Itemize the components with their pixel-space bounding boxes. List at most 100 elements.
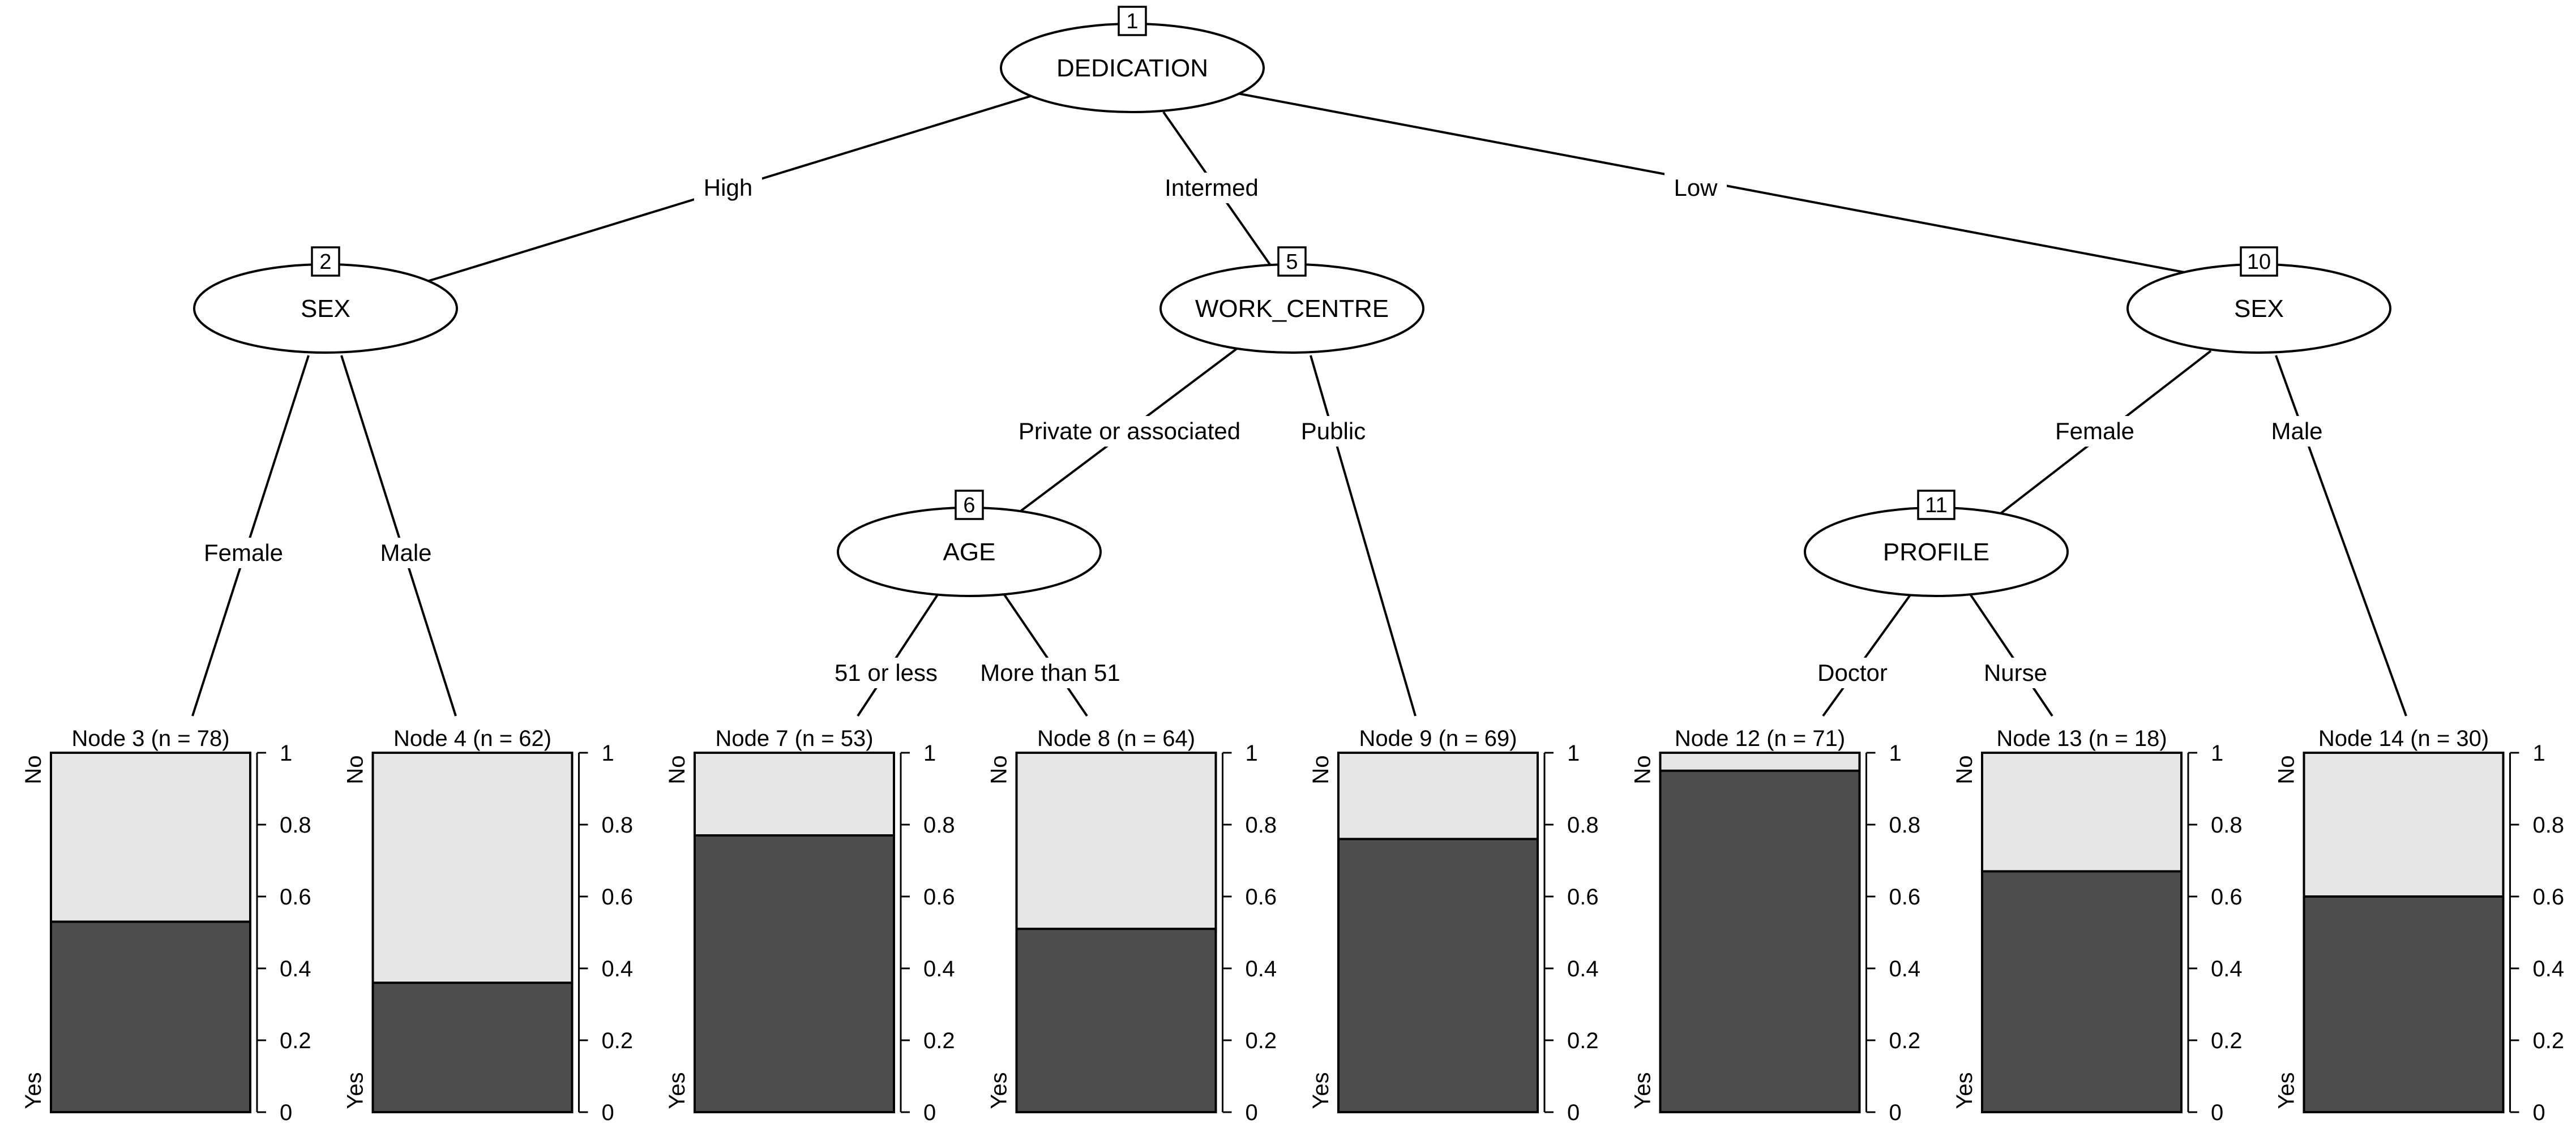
y-axis-tick-label: 0.8 — [1246, 813, 1277, 838]
terminal-node-title: Node 12 (n = 71) — [1675, 726, 1845, 751]
y-axis-tick-label: 0 — [2533, 1100, 2545, 1125]
y-axis-tick-label: 1 — [1889, 741, 1902, 766]
edge-label-female-2-text: Female — [204, 539, 283, 566]
y-axis-tick-label: 0 — [280, 1100, 292, 1125]
edge-label-doctor: Doctor — [1809, 658, 1897, 688]
y-axis-tick-label: 0.6 — [1889, 885, 1921, 910]
edge-label-public-text: Public — [1301, 418, 1366, 444]
bar-yes-segment — [1016, 929, 1216, 1112]
y-axis-tick-label: 0.4 — [280, 957, 311, 981]
y-axis-tick-label: 0 — [1889, 1100, 1902, 1125]
y-axis-tick-label: 0.8 — [2211, 813, 2243, 838]
bar-yes-segment — [2304, 897, 2504, 1112]
y-axis-tick-label: 0 — [1246, 1100, 1258, 1125]
y-axis-tick-label: 1 — [923, 741, 936, 766]
class-label-no: No — [1631, 755, 1655, 784]
y-axis-tick-label: 0 — [602, 1100, 614, 1125]
edge-label-male-10: Male — [2263, 416, 2331, 447]
edge-label-nurse: Nurse — [1976, 658, 2055, 688]
edge-11-12 — [1822, 593, 1912, 717]
terminal-node-title: Node 13 (n = 18) — [1996, 726, 2167, 751]
bar-frame — [2303, 752, 2505, 1113]
y-axis-tick-label: 0.4 — [1889, 957, 1921, 981]
inner-node-1-id: 1 — [1126, 10, 1138, 33]
y-axis-tick-label: 0.8 — [602, 813, 634, 838]
class-label-yes: Yes — [1631, 1072, 1655, 1109]
edge-label-age-low-text: 51 or less — [835, 659, 938, 686]
y-axis-tick-label: 0.6 — [2533, 885, 2565, 910]
y-axis-tick-label: 0 — [923, 1100, 936, 1125]
y-axis-tick-label: 1 — [2533, 741, 2545, 766]
edge-label-intermed: Intermed — [1155, 173, 1268, 203]
class-label-yes: Yes — [987, 1072, 1012, 1109]
class-label-yes: Yes — [1308, 1072, 1333, 1109]
class-label-no: No — [343, 755, 368, 784]
edge-label-private: Private or associated — [1002, 416, 1257, 447]
class-label-no: No — [665, 755, 690, 784]
y-axis-tick-label: 0.8 — [1567, 813, 1599, 838]
y-axis-tick-label: 1 — [602, 741, 614, 766]
class-label-no: No — [21, 755, 46, 784]
class-label-yes: Yes — [21, 1072, 46, 1109]
class-label-yes: Yes — [1952, 1072, 1977, 1109]
y-axis-tick-label: 0.4 — [1567, 957, 1599, 981]
y-axis-tick-label: 0.4 — [1246, 957, 1277, 981]
inner-node-10-variable: SEX — [2234, 295, 2284, 323]
inner-node-2-variable: SEX — [301, 295, 350, 323]
inner-node-10-id: 10 — [2247, 250, 2271, 274]
edge-label-intermed-text: Intermed — [1165, 174, 1259, 201]
y-axis-tick-label: 0.6 — [2211, 885, 2243, 910]
inner-node-6-id: 6 — [963, 494, 975, 517]
inner-node-5-variable: WORK_CENTRE — [1195, 295, 1389, 323]
y-axis-tick-label: 0.8 — [923, 813, 955, 838]
terminal-node-title: Node 4 (n = 62) — [393, 726, 551, 751]
y-axis-tick-label: 0.2 — [602, 1028, 634, 1053]
inner-node-2: 2 SEX — [193, 246, 458, 354]
class-label-yes: Yes — [2274, 1072, 2299, 1109]
edge-label-low: Low — [1664, 173, 1727, 203]
inner-node-6-variable: AGE — [943, 538, 996, 566]
edge-label-doctor-text: Doctor — [1817, 659, 1888, 686]
inner-node-11: 11 PROFILE — [1804, 490, 2069, 597]
class-label-no: No — [2274, 755, 2299, 784]
y-axis-tick-label: 0.4 — [923, 957, 955, 981]
y-axis-tick-label: 0.2 — [1889, 1028, 1921, 1053]
y-axis-tick-label: 1 — [1246, 741, 1258, 766]
class-label-no: No — [987, 755, 1012, 784]
edge-label-age-low: 51 or less — [824, 658, 948, 688]
y-axis-tick-label: 0.4 — [602, 957, 634, 981]
y-axis-tick-label: 0.6 — [1567, 885, 1599, 910]
bar-yes-segment — [373, 983, 572, 1112]
y-axis-tick-label: 0.6 — [280, 885, 311, 910]
edge-label-age-high-text: More than 51 — [980, 659, 1120, 686]
inner-node-5-id: 5 — [1286, 250, 1298, 274]
edge-label-public: Public — [1291, 416, 1376, 447]
bar-frame — [371, 752, 574, 1113]
class-label-no: No — [1308, 755, 1333, 784]
edge-label-male-10-text: Male — [2271, 418, 2322, 444]
edge-label-male-2-text: Male — [380, 539, 431, 566]
inner-node-10: 10 SEX — [2126, 246, 2391, 354]
y-axis-tick-label: 0.8 — [280, 813, 311, 838]
terminal-node-title: Node 14 (n = 30) — [2318, 726, 2489, 751]
y-axis-tick-label: 1 — [280, 741, 292, 766]
edge-label-male-2: Male — [369, 538, 443, 568]
y-axis-tick-label: 0.8 — [1889, 813, 1921, 838]
inner-node-6: 6 AGE — [837, 490, 1102, 597]
edge-10-14 — [2275, 355, 2407, 717]
inner-node-5: 5 WORK_CENTRE — [1159, 246, 1424, 354]
edge-label-age-high: More than 51 — [968, 658, 1132, 688]
edge-2-3 — [191, 355, 310, 717]
y-axis-tick-label: 1 — [1567, 741, 1580, 766]
inner-nodes: 1 DEDICATION 2 SEX 5 WORK_CENTRE 6 AGE 1… — [193, 6, 2391, 597]
bar-frame — [1659, 752, 1861, 1113]
y-axis-tick-label: 0.2 — [1567, 1028, 1599, 1053]
bar-frame — [50, 752, 251, 1113]
